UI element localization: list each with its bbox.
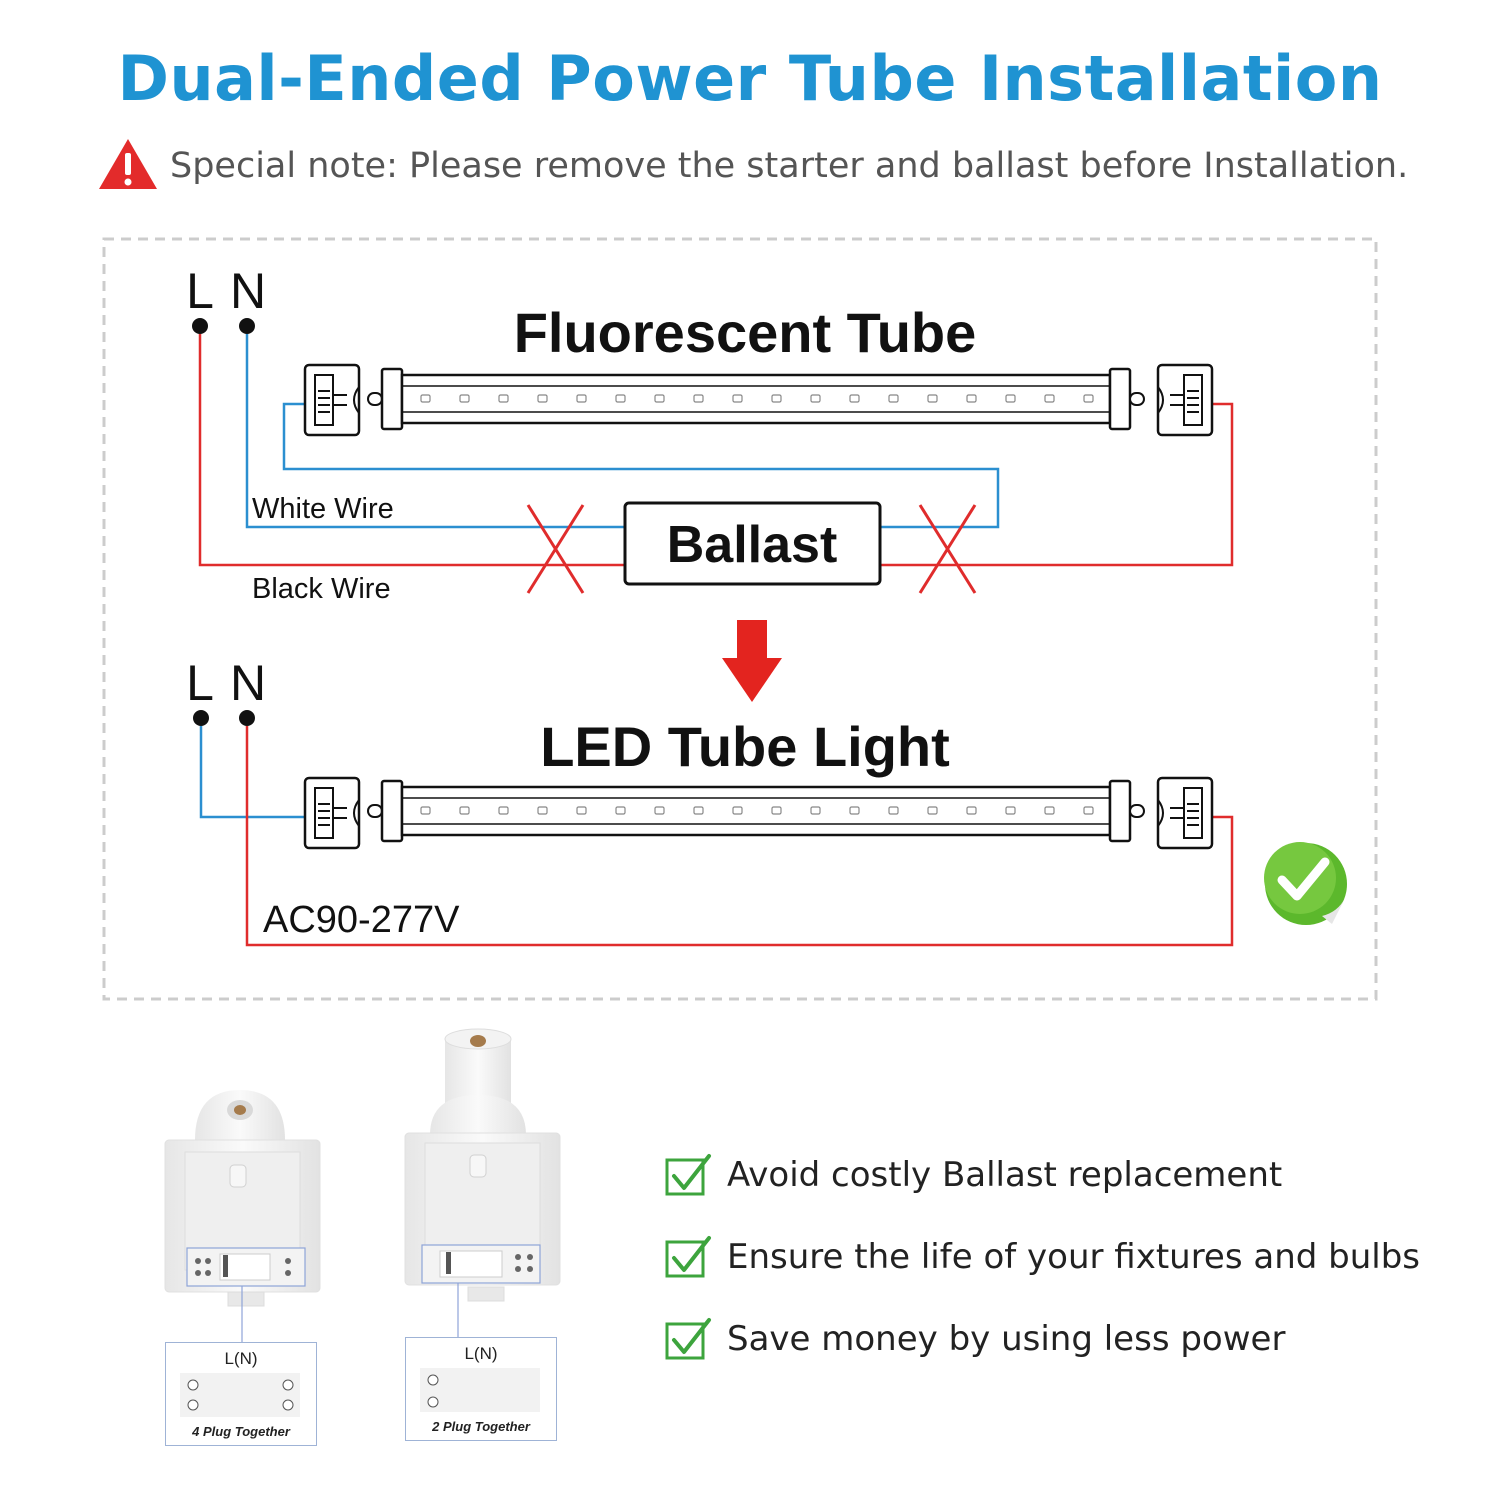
bottom-right-socket [1156,776,1214,850]
benefit-text: Avoid costly Ballast replacement [727,1155,1283,1195]
bottom-l-label: L [186,655,214,711]
benefit-item: Ensure the life of your fixtures and bul… [665,1232,1420,1282]
benefit-item: Avoid costly Ballast replacement [665,1150,1282,1200]
cross-right-icon [918,504,977,594]
top-n-label: N [230,263,266,319]
led-tube-body [366,779,1146,843]
connector-4plug-image [164,1090,321,1342]
top-l-label: L [186,263,214,319]
bottom-left-socket [303,776,361,850]
wiring-diagram: L N Fluorescent Tube White Wire Black Wi… [102,237,1378,1001]
bottom-n-label: N [230,655,266,711]
top-black-wire-left [198,334,625,567]
checkbox-icon [665,1236,711,1278]
top-left-socket [303,363,361,437]
cross-left-icon [526,504,585,594]
voltage-label: AC90-277V [263,899,460,941]
special-note: Special note: Please remove the starter … [170,146,1409,186]
top-white-wire-left [245,334,625,529]
benefit-item: Save money by using less power [665,1314,1285,1364]
top-l-terminal [192,318,208,334]
connector-2plug-holes-icon [420,1368,540,1412]
connector-2plug-image [404,1028,561,1337]
diagram-frame [102,237,1378,1001]
check-badge-icon [1264,842,1347,925]
benefit-text: Ensure the life of your fixtures and bul… [727,1237,1421,1277]
black-wire-label: Black Wire [252,573,391,605]
connector-4plug-holes-icon [180,1373,300,1417]
ballast-label: Ballast [667,516,838,574]
fluorescent-tube-title: Fluorescent Tube [514,301,977,364]
fluorescent-tube-body [366,367,1146,431]
top-black-wire-right [880,402,1234,567]
connector-2plug-wire-label: L(N) [464,1344,498,1363]
connector-4plug-wire-label: L(N) [224,1349,258,1368]
benefit-text: Save money by using less power [727,1319,1286,1359]
bottom-n-terminal [239,710,255,726]
white-wire-label: White Wire [252,493,394,525]
bottom-l-terminal [193,710,209,726]
checkbox-icon [665,1154,711,1196]
connector-2plug-label-box: L(N) 2 Plug Together [405,1337,557,1441]
ballast-box [623,501,882,586]
page-title: Dual-Ended Power Tube Installation [117,42,1383,115]
connector-4plug-caption: 4 Plug Together [192,1424,290,1439]
bottom-blue-wire [199,726,305,819]
top-n-terminal [239,318,255,334]
connector-2plug-caption: 2 Plug Together [432,1419,530,1434]
warning-icon [99,139,157,189]
top-right-socket [1156,363,1214,437]
down-arrow-icon [722,620,782,702]
connector-4plug-label-box: L(N) 4 Plug Together [165,1342,317,1446]
bottom-red-wire [245,726,1234,947]
top-white-wire-right [282,402,1000,529]
checkbox-icon [665,1318,711,1360]
led-tube-title: LED Tube Light [540,715,950,778]
